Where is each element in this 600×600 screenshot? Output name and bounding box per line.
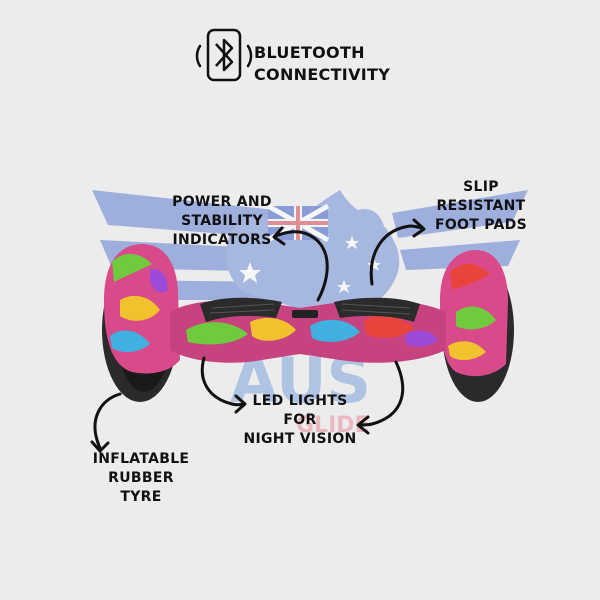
slip-arrowhead — [412, 218, 426, 238]
bluetooth-label: BLUETOOTH CONNECTIVITY — [254, 42, 390, 86]
left-foot-pad — [200, 297, 282, 322]
tyre-arrow — [93, 392, 122, 450]
led-arrow-right — [358, 360, 405, 427]
led-label-line1: LED LIGHTS — [252, 393, 348, 409]
tyre-label-line2: RUBBER — [108, 470, 174, 486]
inflatable-tyre-label: INFLATABLE RUBBER TYRE — [84, 450, 198, 507]
bluetooth-icon — [195, 28, 253, 82]
led-arrow-left — [200, 356, 246, 407]
right-foot-pad — [334, 297, 420, 322]
led-label-line2: FOR — [283, 412, 317, 428]
power-arrowhead — [272, 226, 286, 246]
slip-label-line3: FOOT PADS — [434, 217, 527, 233]
tyre-label-line3: TYRE — [120, 489, 162, 505]
hoverboard — [102, 244, 514, 402]
bluetooth-label-line2: CONNECTIVITY — [254, 65, 391, 84]
led-arrowhead-left — [234, 394, 247, 414]
tyre-label-line1: INFLATABLE — [92, 451, 190, 467]
power-label-line1: POWER AND — [172, 194, 272, 210]
led-arrowhead-right — [356, 415, 370, 435]
tyre-arrowhead — [90, 440, 110, 453]
slip-arrow — [369, 224, 424, 286]
center-indicator — [292, 310, 318, 318]
power-arrow — [274, 230, 329, 302]
power-label-line3: INDICATORS — [172, 232, 272, 248]
power-label-line2: STABILITY — [181, 213, 263, 229]
slip-resistant-label: SLIP RESISTANT FOOT PADS — [426, 178, 536, 235]
bluetooth-label-line1: BLUETOOTH — [254, 43, 365, 62]
led-label-line3: NIGHT VISION — [243, 431, 357, 447]
slip-label-line1: SLIP — [463, 179, 499, 195]
led-lights-label: LED LIGHTS FOR NIGHT VISION — [238, 392, 362, 449]
power-stability-label: POWER AND STABILITY INDICATORS — [160, 193, 284, 250]
slip-label-line2: RESISTANT — [436, 198, 526, 214]
